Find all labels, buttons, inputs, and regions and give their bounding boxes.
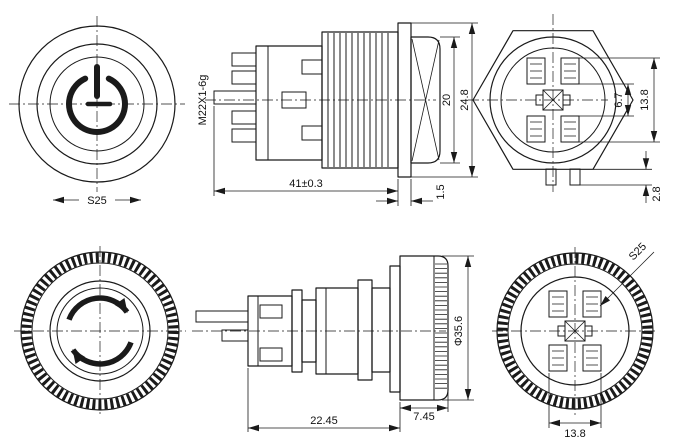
knurl-teeth-ring xyxy=(21,252,179,410)
dim-terminal-span-rear: 13.8 xyxy=(639,89,651,110)
power-rear-view: 13.8 6.7 2.8 xyxy=(468,14,663,203)
long-terminal-pin xyxy=(213,90,257,105)
terminal-stripes xyxy=(530,63,542,79)
dim-across-flats-estop: S25 xyxy=(627,241,649,263)
housing-detail xyxy=(301,59,323,75)
knurl-teeth-ring xyxy=(497,253,653,409)
dim-terminal-gap: 6.7 xyxy=(613,92,625,107)
dim-overall-length: 41±0.3 xyxy=(289,178,323,190)
estop-side-view: Φ35.6 7.45 22.45 xyxy=(192,255,474,432)
rotate-arrow-bottom xyxy=(70,341,134,367)
terminal-block xyxy=(548,290,568,318)
terminal-stripes xyxy=(564,121,576,137)
terminal-block xyxy=(560,57,580,85)
bezel-outer-circle xyxy=(18,25,176,183)
mushroom-head xyxy=(399,255,449,401)
power-front-view: S25 xyxy=(9,16,185,207)
housing-detail xyxy=(281,91,307,109)
housing-detail xyxy=(259,347,283,362)
dim-bezel-diameter: 24.8 xyxy=(459,89,471,110)
terminal-block xyxy=(560,115,580,143)
spacer xyxy=(371,287,391,373)
body-circle xyxy=(520,276,630,386)
body-circle xyxy=(489,36,617,164)
terminal-pin xyxy=(221,329,249,342)
housing-detail xyxy=(259,304,283,319)
terminal-block xyxy=(526,115,546,143)
terminal-pin xyxy=(231,52,257,67)
terminal-pin xyxy=(231,70,257,85)
dim-across-flats-front: S25 xyxy=(87,195,107,207)
head-top-circle xyxy=(49,280,151,382)
clip-tab xyxy=(535,94,544,106)
terminal-pin xyxy=(231,128,257,143)
rotate-arrow-top xyxy=(66,295,130,321)
dim-terminal-span-estop: 13.8 xyxy=(564,428,585,440)
clip-tab xyxy=(557,325,566,337)
extension-lines xyxy=(579,57,660,186)
terminal-stripes xyxy=(564,63,576,79)
inner-circle xyxy=(500,47,606,153)
knurl-outer-circle xyxy=(496,252,654,410)
terminal-stripes xyxy=(552,296,564,312)
knurl-outer-circle xyxy=(20,251,180,411)
head-knurl-lines xyxy=(435,263,447,389)
head-face-circle xyxy=(56,287,144,375)
dim-terminal-height: 2.8 xyxy=(651,186,663,201)
dim-head-diameter: Φ35.6 xyxy=(453,316,465,346)
terminal-pin xyxy=(231,110,257,125)
center-clip-cross xyxy=(542,89,564,111)
extension-lines xyxy=(247,255,474,432)
terminal-block xyxy=(548,344,568,372)
flange xyxy=(389,265,401,393)
bottom-lug xyxy=(569,168,581,186)
extension-lines xyxy=(548,373,602,428)
terminal-stripes xyxy=(530,121,542,137)
clip-tab xyxy=(562,94,571,106)
extension-lines xyxy=(411,22,478,178)
thread-lines xyxy=(327,33,389,167)
power-symbol-arc xyxy=(66,75,128,135)
dim-cap-diameter: 20 xyxy=(441,94,453,106)
mounting-ring xyxy=(357,279,373,381)
terminal-stripes xyxy=(552,350,564,366)
contact-housing xyxy=(255,45,323,161)
long-terminal-pin xyxy=(195,310,249,323)
clip-tab xyxy=(584,325,593,337)
terminal-block xyxy=(526,57,546,85)
label-thread-spec: M22X1-6g xyxy=(197,75,209,126)
knurl-inner-circle xyxy=(507,263,643,399)
bottom-lug xyxy=(545,168,557,186)
estop-rear-view: S25 13.8 xyxy=(492,241,658,440)
dim-body-length: 22.45 xyxy=(310,415,338,427)
dim-flange-thickness: 1.5 xyxy=(435,184,447,199)
button-face-circle xyxy=(49,56,145,152)
housing-detail xyxy=(301,125,323,141)
cap-cross-lines xyxy=(411,38,440,162)
terminal-stripes xyxy=(586,350,598,366)
center-clip-cross xyxy=(564,320,586,342)
terminal-stripes xyxy=(586,296,598,312)
dim-head-depth: 7.45 xyxy=(413,411,434,423)
terminal-block xyxy=(582,344,602,372)
bezel-inner-circle xyxy=(36,43,158,165)
knurl-inner-circle xyxy=(31,262,169,400)
power-side-view: M22X1-6g 41±0.3 24.8 20 1.5 xyxy=(197,22,478,206)
button-cap xyxy=(410,36,441,164)
across-flats-leader xyxy=(599,251,655,307)
estop-front-view xyxy=(14,246,186,416)
